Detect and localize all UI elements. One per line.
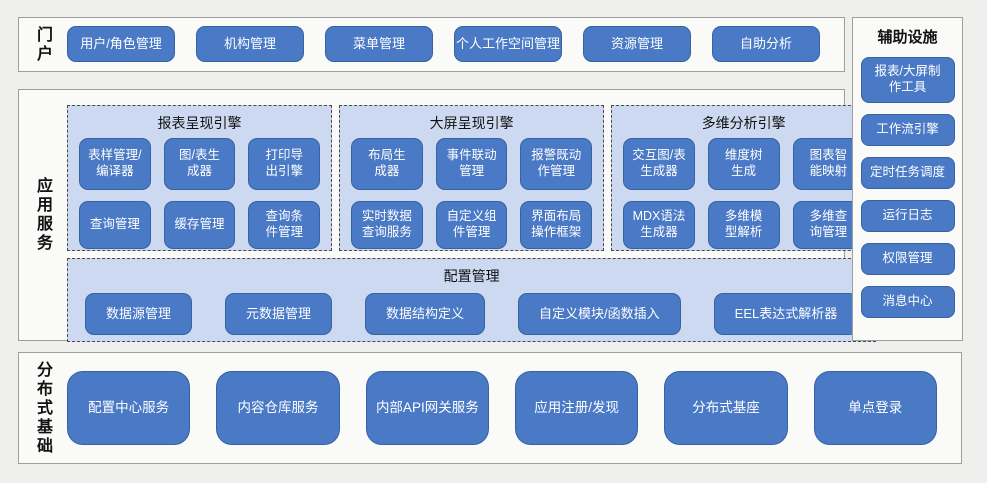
button-organization-management[interactable]: 机构管理 [196, 26, 304, 62]
app-services-content: 报表呈现引擎 表样管理/ 编译器 图/表生 成器 打印导 出引擎 查询管理 缓存… [67, 105, 877, 342]
button-multidim-model-parsing[interactable]: 多维模 型解析 [707, 201, 780, 249]
multidim-engine-buttons: 交互图/表 生成器 维度树 生成 图表智 能映射 MDX语法 生成器 多维模 型… [621, 138, 866, 249]
button-data-structure-definition[interactable]: 数据结构定义 [365, 293, 486, 335]
button-internal-api-gateway-service[interactable]: 内部API网关服务 [365, 371, 489, 445]
app-services-section-label: 应用服务 [34, 177, 51, 253]
portal-section: 门户 用户/角色管理 机构管理 菜单管理 个人工作空间管理 资源管理 自助分析 [18, 17, 845, 72]
foundation-buttons-row: 配置中心服务 内容仓库服务 内部API网关服务 应用注册/发现 分布式基座 单点… [67, 371, 937, 445]
button-event-linkage-management[interactable]: 事件联动 管理 [435, 138, 508, 190]
button-custom-module-function-insert[interactable]: 自定义模块/函数插入 [518, 293, 681, 335]
button-report-style-management-compiler[interactable]: 表样管理/ 编译器 [79, 138, 151, 190]
panel-config-management: 配置管理 数据源管理 元数据管理 数据结构定义 自定义模块/函数插入 EEL表达… [67, 258, 877, 342]
button-single-sign-on[interactable]: 单点登录 [813, 371, 937, 445]
report-engine-buttons: 表样管理/ 编译器 图/表生 成器 打印导 出引擎 查询管理 缓存管理 查询条 … [77, 138, 322, 249]
button-layout-generator[interactable]: 布局生 成器 [351, 138, 423, 190]
button-workflow-engine[interactable]: 工作流引擎 [860, 114, 955, 146]
bigscreen-engine-buttons: 布局生 成器 事件联动 管理 报警既动 作管理 实时数据 查询服务 自定义组 件… [349, 138, 594, 249]
button-resource-management[interactable]: 资源管理 [583, 26, 691, 62]
button-eel-expression-parser[interactable]: EEL表达式解析器 [713, 293, 859, 335]
button-scheduled-task-scheduling[interactable]: 定时任务调度 [860, 157, 955, 189]
panel-title-multidim-analysis-engine: 多维分析引擎 [701, 115, 786, 131]
button-personal-workspace-management[interactable]: 个人工作空间管理 [454, 26, 562, 62]
button-query-management[interactable]: 查询管理 [79, 201, 151, 249]
button-realtime-data-query-service[interactable]: 实时数据 查询服务 [351, 201, 423, 249]
button-distributed-base[interactable]: 分布式基座 [664, 371, 788, 445]
engine-panels-row: 报表呈现引擎 表样管理/ 编译器 图/表生 成器 打印导 出引擎 查询管理 缓存… [67, 105, 877, 251]
button-message-center[interactable]: 消息中心 [860, 286, 955, 318]
panel-title-bigscreen-rendering-engine: 大屏呈现引擎 [429, 115, 514, 131]
button-interactive-chart-table-generator[interactable]: 交互图/表 生成器 [623, 138, 695, 190]
button-ui-layout-operation-framework[interactable]: 界面布局 操作框架 [520, 201, 593, 249]
button-chart-table-generator[interactable]: 图/表生 成器 [163, 138, 236, 190]
portal-buttons-row: 用户/角色管理 机构管理 菜单管理 个人工作空间管理 资源管理 自助分析 [67, 26, 820, 62]
button-dimension-tree-generation[interactable]: 维度树 生成 [707, 138, 780, 190]
auxiliary-buttons-column: 报表/大屏制 作工具 工作流引擎 定时任务调度 运行日志 权限管理 消息中心 [860, 57, 955, 318]
panel-bigscreen-rendering-engine: 大屏呈现引擎 布局生 成器 事件联动 管理 报警既动 作管理 实时数据 查询服务… [339, 105, 605, 251]
auxiliary-section: 辅助设施 报表/大屏制 作工具 工作流引擎 定时任务调度 运行日志 权限管理 消… [852, 17, 963, 341]
button-mdx-syntax-generator[interactable]: MDX语法 生成器 [623, 201, 695, 249]
button-print-export-engine[interactable]: 打印导 出引擎 [248, 138, 321, 190]
button-report-bigscreen-authoring-tool[interactable]: 报表/大屏制 作工具 [860, 57, 955, 103]
button-alarm-action-management[interactable]: 报警既动 作管理 [520, 138, 593, 190]
foundation-section-label: 分布式基础 [34, 360, 51, 456]
button-run-log[interactable]: 运行日志 [860, 200, 955, 232]
button-config-center-service[interactable]: 配置中心服务 [67, 371, 191, 445]
panel-title-report-rendering-engine: 报表呈现引擎 [157, 115, 242, 131]
button-menu-management[interactable]: 菜单管理 [325, 26, 433, 62]
panel-multidim-analysis-engine: 多维分析引擎 交互图/表 生成器 维度树 生成 图表智 能映射 MDX语法 生成… [611, 105, 877, 251]
button-content-repository-service[interactable]: 内容仓库服务 [216, 371, 340, 445]
button-self-service-analysis[interactable]: 自助分析 [712, 26, 820, 62]
panel-title-config-management: 配置管理 [443, 268, 500, 284]
button-permission-management[interactable]: 权限管理 [860, 243, 955, 275]
button-query-condition-management[interactable]: 查询条 件管理 [248, 201, 321, 249]
button-metadata-management[interactable]: 元数据管理 [225, 293, 333, 335]
button-user-role-management[interactable]: 用户/角色管理 [67, 26, 175, 62]
button-cache-management[interactable]: 缓存管理 [163, 201, 236, 249]
auxiliary-section-title: 辅助设施 [877, 29, 938, 46]
app-services-section: 应用服务 报表呈现引擎 表样管理/ 编译器 图/表生 成器 打印导 出引擎 查询… [18, 89, 877, 342]
button-app-registration-discovery[interactable]: 应用注册/发现 [514, 371, 639, 445]
panel-report-rendering-engine: 报表呈现引擎 表样管理/ 编译器 图/表生 成器 打印导 出引擎 查询管理 缓存… [67, 105, 333, 251]
portal-section-label: 门户 [34, 25, 51, 64]
button-datasource-management[interactable]: 数据源管理 [85, 293, 193, 335]
foundation-section: 分布式基础 配置中心服务 内容仓库服务 内部API网关服务 应用注册/发现 分布… [18, 352, 962, 464]
config-buttons-row: 数据源管理 元数据管理 数据结构定义 自定义模块/函数插入 EEL表达式解析器 [77, 291, 866, 339]
button-custom-component-management[interactable]: 自定义组 件管理 [435, 201, 508, 249]
